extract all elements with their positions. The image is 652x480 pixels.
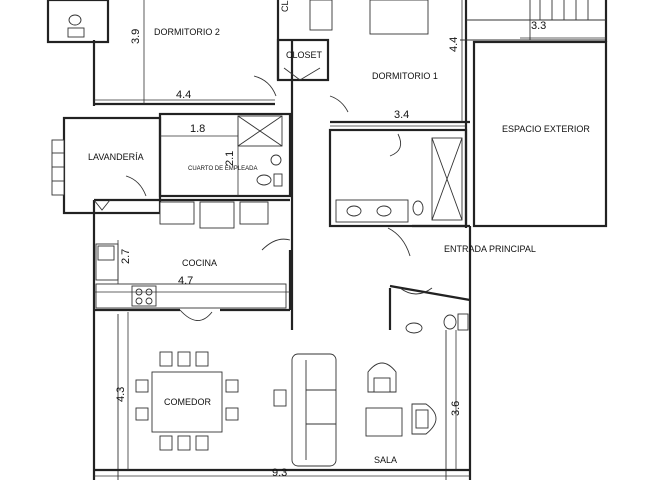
label-espacio-exterior: ESPACIO EXTERIOR [502,124,590,134]
label-cocina: COCINA [182,258,217,268]
dim-4-3: 4.3 [115,387,127,402]
dim-3-9: 3.9 [130,29,142,44]
label-lavanderia: LAVANDERÍA [88,152,144,162]
label-dormitorio-1: DORMITORIO 1 [372,71,438,81]
label-closet: CLOSET [286,50,323,60]
label-dormitorio-2: DORMITORIO 2 [154,27,220,37]
dim-4-7: 4.7 [178,275,193,287]
label-sala: SALA [374,455,397,465]
label-entrada-principal: ENTRADA PRINCIPAL [444,244,536,254]
label-comedor: COMEDOR [164,397,212,407]
stairs [466,0,606,40]
dim-4-4-left: 4.4 [176,89,191,101]
dim-2-7: 2.7 [120,249,132,264]
walls [46,0,608,480]
dim-3-6: 3.6 [450,401,462,416]
dim-1-8: 1.8 [190,123,205,135]
room-labels: DORMITORIO 2 CL CLOSET DORMITORIO 1 ESPA… [88,0,590,465]
dim-4-4-right: 4.4 [448,37,460,52]
dimension-labels: 3.9 4.4 3.3 4.4 1.8 2.1 3.4 2.7 4.7 4.3 … [115,20,546,479]
doors [93,75,433,321]
dimension-lines [94,0,606,477]
label-cuarto-empleada: CUARTO DE EMPLEADA [188,166,257,172]
dim-9-3: 9.3 [272,467,287,479]
dim-3-4: 3.4 [394,109,409,121]
fixtures [51,0,469,467]
label-closet-top: CL [280,0,290,12]
dim-2-1: 2.1 [224,151,236,166]
dim-3-3: 3.3 [531,20,546,32]
